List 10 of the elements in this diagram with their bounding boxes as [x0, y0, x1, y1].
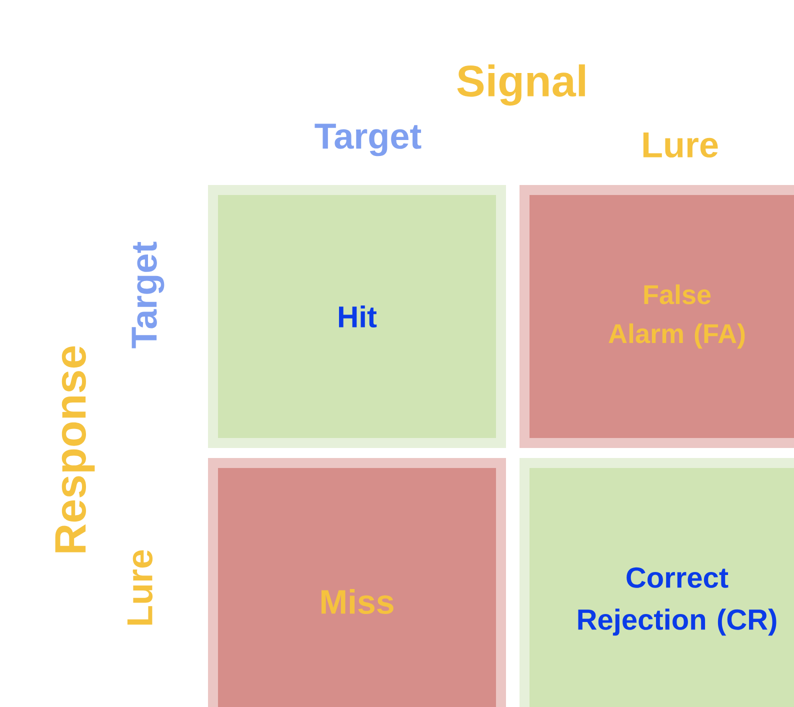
- outcome-cell: Miss: [208, 458, 506, 707]
- row-header: Lure: [127, 550, 153, 625]
- row-header: Target: [132, 242, 164, 348]
- column-header: Lure: [643, 132, 718, 158]
- outcome-cell: Correct Rejection (CR): [520, 458, 794, 707]
- column-header: Target: [314, 124, 422, 156]
- outcome-cell: Hit: [208, 185, 506, 448]
- outcome-cell: False Alarm (FA): [520, 185, 794, 448]
- axis-title: Response: [55, 346, 95, 552]
- axis-title: Signal: [457, 64, 585, 106]
